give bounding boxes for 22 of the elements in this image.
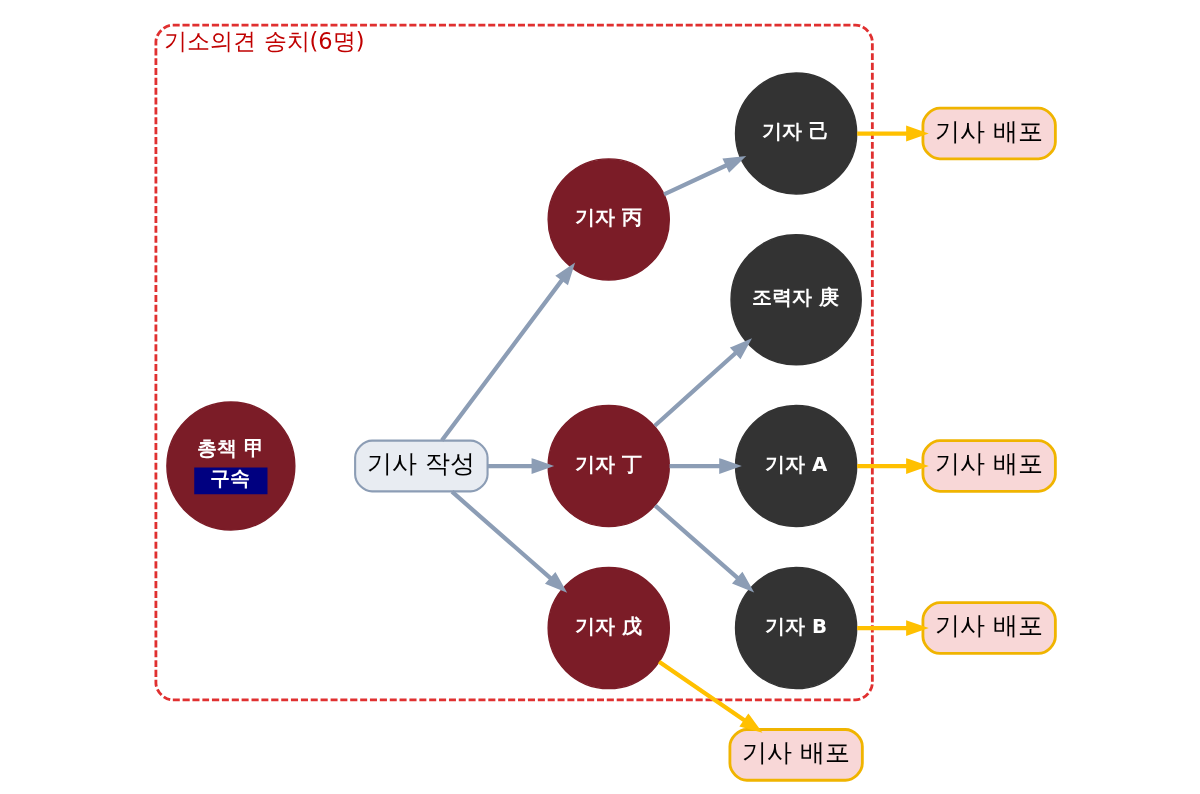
arrow [440,262,576,442]
arrow [653,338,752,428]
node-circle: 기자 丁 [547,404,671,528]
arrow [487,458,555,474]
arrow [653,504,755,593]
arrow [450,490,568,593]
arrow [663,156,747,197]
node-box: 기사 배포 [921,106,1057,161]
arrow [857,125,929,142]
node-box: 기사 배포 [728,728,864,782]
node-box: 기사 작성 [354,439,489,493]
arrow [669,458,742,474]
arrow [857,458,929,474]
node-circle: 기자 A [734,404,858,528]
node-circle: 기자 丙 [547,158,671,281]
node-circle: 총책 甲 구속 [166,401,296,531]
arrow [657,659,763,733]
node-circle: 기자 己 [734,72,858,195]
node-box: 기사 배포 [921,439,1057,493]
node-box: 기사 배포 [921,601,1057,655]
arrow [857,620,929,636]
node-circle: 기자 戊 [547,566,671,690]
